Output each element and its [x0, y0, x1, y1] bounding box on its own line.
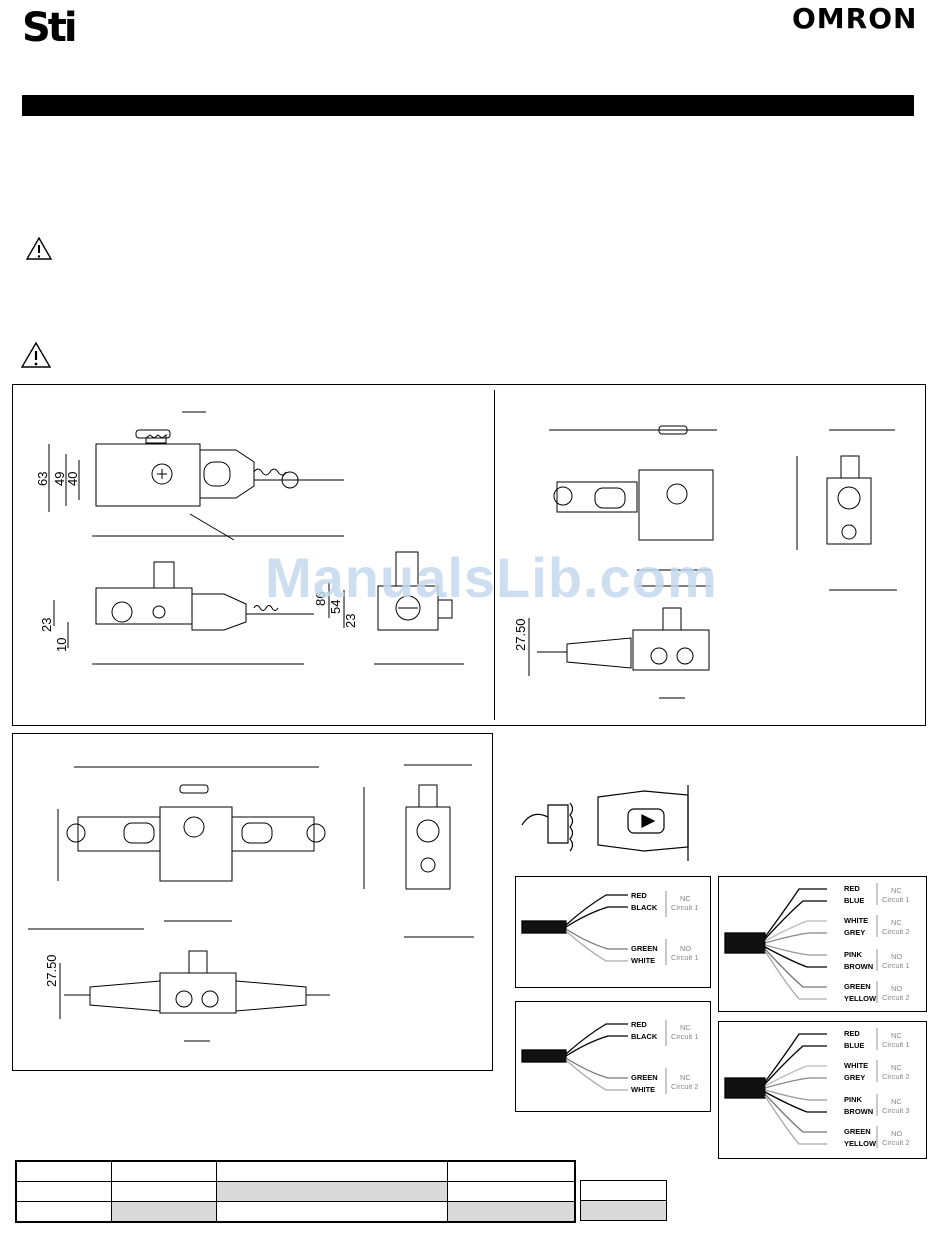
circuit-type: NC: [891, 1063, 902, 1072]
dual-ended-switch-drawing: 27.50: [28, 764, 474, 1042]
circuit-type: NC: [891, 1097, 902, 1106]
double-switch-drawing: 27.50: [513, 425, 897, 699]
wiring-diagram-1: RED BLACK GREEN WHITE NC Circuit 1 NO Ci…: [515, 876, 711, 988]
circuit-type: NC: [891, 886, 902, 895]
circuit-type: NC: [680, 1073, 691, 1082]
circuit-name: Circuit 2: [671, 1082, 699, 1091]
dim-label: 27.50: [513, 618, 528, 651]
wire-label: PINK: [844, 1095, 863, 1104]
dim-label: 63: [35, 472, 50, 486]
dim-label: 10: [54, 638, 69, 652]
dim-label: 54: [328, 600, 343, 614]
circuit-type: NC: [680, 894, 691, 903]
table-row: [15, 1160, 576, 1182]
dim-label: 23: [343, 614, 358, 628]
wire-label: BLUE: [844, 1041, 864, 1050]
circuit-type: NC: [680, 1023, 691, 1032]
dimension-panel-top: [12, 384, 926, 726]
wire-label: WHITE: [844, 1061, 868, 1070]
circuit-type: NO: [891, 1129, 902, 1138]
dim-label: 27.50: [44, 954, 59, 987]
table-row: [15, 1181, 576, 1202]
circuit-name: Circuit 1: [882, 961, 910, 970]
circuit-name: Circuit 1: [882, 895, 910, 904]
wire-label: WHITE: [844, 916, 868, 925]
wire-label: RED: [631, 891, 647, 900]
wire-label: BROWN: [844, 962, 873, 971]
single-ended-switch-drawing: 63 49 40 23 10 86 54 23: [35, 411, 464, 665]
circuit-name: Circuit 2: [882, 927, 910, 936]
circuit-name: Circuit 2: [882, 993, 910, 1002]
dimension-panel-bottom: [12, 733, 493, 1071]
circuit-name: Circuit 3: [882, 1106, 910, 1115]
panel-divider: [494, 390, 495, 720]
table-row: [580, 1200, 667, 1221]
wire-label: PINK: [844, 950, 863, 959]
title-bar: [22, 95, 914, 116]
table-row: [15, 1201, 576, 1223]
dim-label: 49: [52, 472, 67, 486]
dim-label: 23: [39, 618, 54, 632]
circuit-type: NO: [891, 952, 902, 961]
circuit-name: Circuit 1: [671, 903, 699, 912]
wiring-diagram-2: RED BLUE WHITE GREY PINK BROWN GREEN YEL…: [718, 876, 927, 1012]
wiring-diagram-4: RED BLUE WHITE GREY PINK BROWN GREEN YEL…: [718, 1021, 927, 1159]
wire-label: BLACK: [631, 903, 658, 912]
wire-label: GREY: [844, 928, 865, 937]
wire-label: RED: [844, 1029, 860, 1038]
circuit-name: Circuit 1: [671, 1032, 699, 1041]
spec-table-side: [580, 1180, 667, 1221]
wire-label: GREEN: [631, 1073, 658, 1082]
wire-label: RED: [844, 884, 860, 893]
warning-icon: [25, 236, 53, 260]
circuit-name: Circuit 2: [882, 1072, 910, 1081]
wire-label: GREEN: [844, 1127, 871, 1136]
dim-label: 40: [65, 472, 80, 486]
wire-label: WHITE: [631, 1085, 655, 1094]
wire-label: YELLOW: [844, 1139, 877, 1148]
circuit-name: Circuit 2: [882, 1138, 910, 1147]
wiring-diagram-3: RED BLACK GREEN WHITE NC Circuit 1 NC Ci…: [515, 1001, 711, 1112]
wire-label: GREEN: [844, 982, 871, 991]
dim-label: 86: [313, 592, 328, 606]
actuator-illustration: [521, 785, 689, 861]
circuit-type: NO: [891, 984, 902, 993]
circuit-type: NO: [680, 944, 691, 953]
wire-label: GREY: [844, 1073, 865, 1082]
spec-table: [15, 1160, 576, 1223]
circuit-type: NC: [891, 1031, 902, 1040]
circuit-name: Circuit 1: [882, 1040, 910, 1049]
sti-logo: Sti: [22, 5, 78, 51]
table-row: [580, 1180, 667, 1201]
warning-icon: [20, 341, 52, 368]
wire-label: RED: [631, 1020, 647, 1029]
circuit-name: Circuit 1: [671, 953, 699, 962]
watermark: ManualsLib.com: [265, 546, 718, 609]
wire-label: BLUE: [844, 896, 864, 905]
wire-label: GREEN: [631, 944, 658, 953]
wire-label: WHITE: [631, 956, 655, 965]
wire-label: YELLOW: [844, 994, 877, 1003]
wire-label: BROWN: [844, 1107, 873, 1116]
circuit-type: NC: [891, 918, 902, 927]
wire-label: BLACK: [631, 1032, 658, 1041]
omron-logo: OMRON: [792, 2, 918, 35]
